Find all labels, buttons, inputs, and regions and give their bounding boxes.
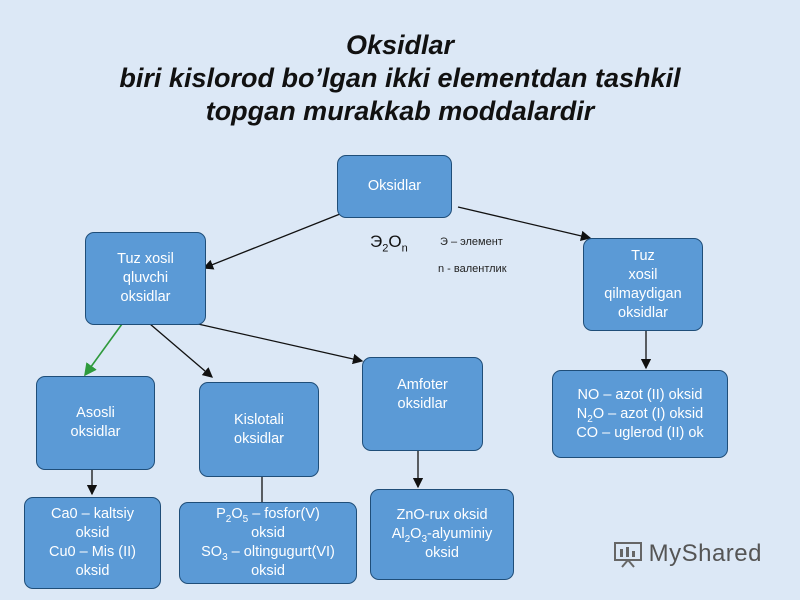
root-label: Oksidlar (367, 178, 422, 194)
title-line-2: biri kislorod bo’lgan ikki elementdan ta… (119, 63, 681, 93)
basic-oxides-examples-box: Ca0 – kaltsiy oksid Cu0 – Mis (II) oksid (24, 497, 161, 589)
acidic-oxides-box: Kislotali oksidlar (199, 382, 319, 477)
title-line-1: Oksidlar (345, 30, 455, 60)
non-salt-forming-oxides-box: Tuz xosil qilmaydigan oksidlar (583, 238, 703, 331)
root-box-oksidlar: Oksidlar (337, 155, 452, 218)
arrow-root-to-non-salt-forming (457, 206, 592, 241)
basic-oxides-box: Asosli oksidlar (36, 376, 155, 470)
title-line-3: topgan murakkab moddalardir (205, 96, 595, 126)
arrow-salt-forming-to-amphoteric (197, 323, 364, 365)
amphoteric-oxides-examples-box: ZnO-rux oksid Al2O3-alyuminiy oksid (370, 489, 514, 580)
salt-forming-oxides-box: Tuz xosil qluvchi oksidlar (85, 232, 206, 325)
note-valency: n - валентлик (438, 263, 507, 275)
note-element: Э – элемент (440, 236, 503, 248)
acidic-oxides-examples-box: P2O5 – fosfor(V) oksid SO3 – oltingugurt… (179, 502, 357, 584)
watermark-text: MyShared (648, 540, 762, 567)
general-formula: Э2On (370, 232, 408, 255)
arrow-salt-forming-to-acidic (149, 323, 213, 378)
arrow-root-to-salt-forming (202, 213, 341, 270)
myshared-watermark: MyShared (613, 540, 762, 568)
amphoteric-oxides-box: Amfoter oksidlar (362, 357, 483, 451)
non-salt-forming-examples-box: NO – azot (II) oksid N2O – azot (I) oksi… (552, 370, 728, 458)
arrow-salt-forming-to-basic (84, 323, 123, 377)
presentation-icon (613, 542, 642, 568)
